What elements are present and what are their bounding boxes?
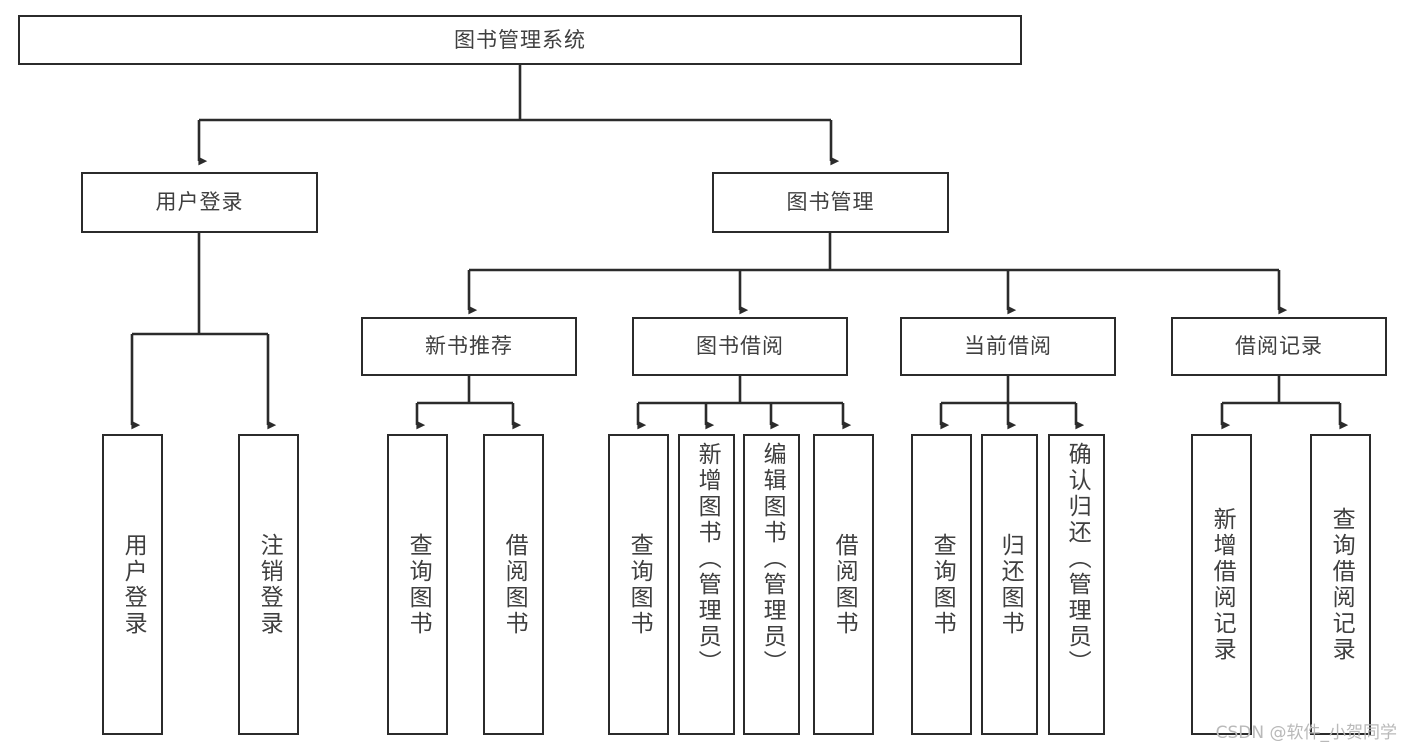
leaf-user-login-logout[interactable]: 注销登录	[238, 434, 299, 735]
node-root-label: 图书管理系统	[454, 27, 586, 52]
leaf-new-book-query[interactable]: 查询图书	[387, 434, 448, 735]
leaf-label: 编辑图书（管理员）	[759, 442, 786, 676]
leaf-current-borrow-query[interactable]: 查询图书	[911, 434, 972, 735]
leaf-current-borrow-return[interactable]: 归还图书	[981, 434, 1038, 735]
leaf-current-borrow-confirm[interactable]: 确认归还（管理员）	[1048, 434, 1105, 735]
node-current-borrow[interactable]: 当前借阅	[900, 317, 1116, 376]
leaf-user-login-login[interactable]: 用户登录	[102, 434, 163, 735]
node-book-borrow-label: 图书借阅	[696, 334, 784, 358]
node-book-borrow[interactable]: 图书借阅	[632, 317, 848, 376]
leaf-book-borrow-add[interactable]: 新增图书（管理员）	[678, 434, 735, 735]
leaf-book-borrow-query[interactable]: 查询图书	[608, 434, 669, 735]
node-borrow-record-label: 借阅记录	[1235, 334, 1323, 358]
leaf-label: 借阅图书	[831, 532, 858, 637]
node-user-login-label: 用户登录	[155, 190, 244, 214]
watermark: CSDN @软件_小贺同学	[1215, 723, 1397, 743]
leaf-label: 归还图书	[997, 532, 1024, 637]
node-new-book-recommend-label: 新书推荐	[425, 334, 513, 358]
leaf-book-borrow-borrow[interactable]: 借阅图书	[813, 434, 874, 735]
node-current-borrow-label: 当前借阅	[964, 334, 1052, 358]
leaf-label: 用户登录	[120, 532, 147, 637]
leaf-label: 查询图书	[929, 532, 956, 637]
node-root[interactable]: 图书管理系统	[18, 15, 1022, 65]
leaf-label: 借阅图书	[501, 532, 528, 637]
leaf-label: 查询图书	[405, 532, 432, 637]
leaf-label: 查询借阅记录	[1328, 506, 1355, 663]
node-book-management-label: 图书管理	[786, 190, 875, 214]
leaf-label: 新增借阅记录	[1209, 506, 1236, 663]
node-borrow-record[interactable]: 借阅记录	[1171, 317, 1387, 376]
leaf-label: 新增图书（管理员）	[694, 442, 721, 676]
leaf-borrow-record-add[interactable]: 新增借阅记录	[1191, 434, 1252, 735]
node-book-management[interactable]: 图书管理	[712, 172, 949, 233]
leaf-label: 确认归还（管理员）	[1064, 442, 1091, 676]
leaf-label: 注销登录	[256, 532, 283, 637]
leaf-label: 查询图书	[626, 532, 653, 637]
leaf-new-book-borrow[interactable]: 借阅图书	[483, 434, 544, 735]
node-new-book-recommend[interactable]: 新书推荐	[361, 317, 577, 376]
leaf-book-borrow-edit[interactable]: 编辑图书（管理员）	[743, 434, 800, 735]
leaf-borrow-record-query[interactable]: 查询借阅记录	[1310, 434, 1371, 735]
node-user-login[interactable]: 用户登录	[81, 172, 318, 233]
